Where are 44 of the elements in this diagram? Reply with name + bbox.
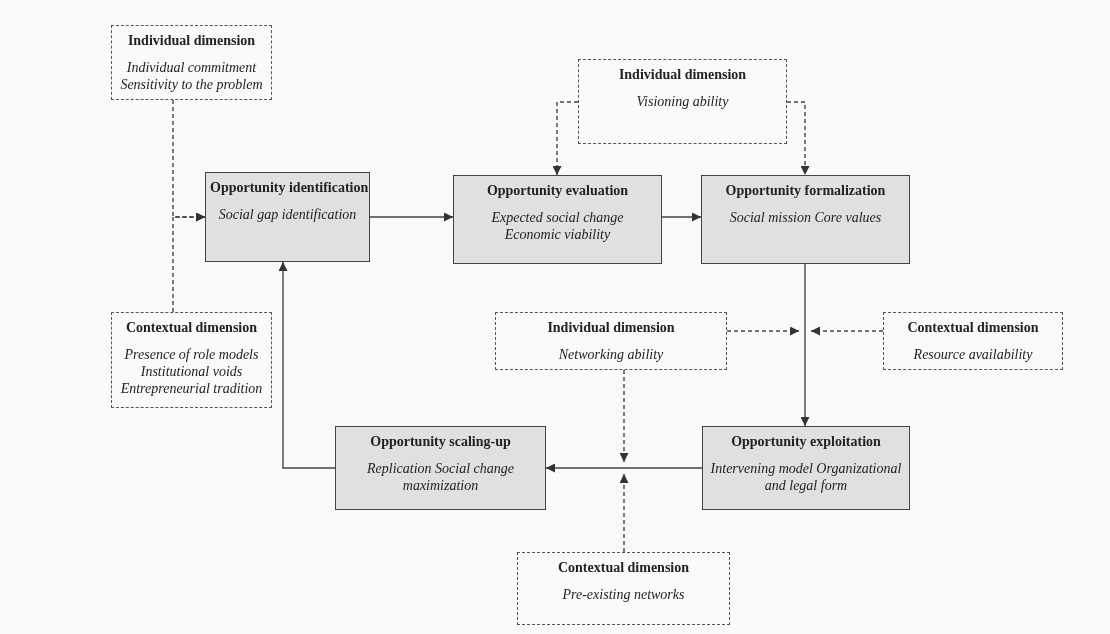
dimension-box <box>495 312 727 370</box>
box-heading: Opportunity scaling-up <box>369 433 512 450</box>
dimension-box <box>517 552 730 625</box>
arrow <box>800 263 810 427</box>
arrow <box>810 326 884 336</box>
box-text: Social mission Core values <box>728 209 883 226</box>
box-text: Social gap identification <box>217 206 358 223</box>
dimension-box <box>883 312 1063 370</box>
box-heading: Contextual dimension <box>124 319 259 336</box>
process-box <box>205 172 370 262</box>
box-text: Resource availability <box>912 346 1034 363</box>
process-box <box>701 175 910 264</box>
box-text: Visioning ability <box>635 93 730 110</box>
box-heading: Individual dimension <box>617 66 748 83</box>
arrow <box>369 212 454 222</box>
box-heading: Individual dimension <box>126 32 257 49</box>
box-text: Networking ability <box>557 346 665 363</box>
dimension-box <box>111 312 272 408</box>
dimension-box <box>578 59 787 144</box>
box-text: Pre-existing networks <box>561 586 686 603</box>
process-box <box>702 426 910 510</box>
process-box <box>453 175 662 264</box>
box-heading: Contextual dimension <box>556 559 691 576</box>
arrow <box>278 261 336 469</box>
box-heading: Contextual dimension <box>906 319 1040 336</box>
box-heading: Individual dimension <box>546 319 676 336</box>
arrow <box>545 463 703 473</box>
arrow <box>726 326 800 336</box>
box-text: Intervening model Organizational and legal form <box>709 460 903 494</box>
process-box <box>335 426 546 510</box>
box-heading: Opportunity formalization <box>724 182 887 199</box>
box-text: Replication Social change maximization <box>366 460 515 494</box>
box-text: Presence of role models Institutional voids Entrepreneurial tradition <box>119 346 264 397</box>
dimension-box <box>111 25 272 100</box>
box-heading: Opportunity exploitation <box>730 433 882 450</box>
arrow <box>661 212 702 222</box>
arrow <box>619 473 629 553</box>
arrow <box>786 101 810 176</box>
arrow <box>172 212 206 313</box>
arrow <box>552 101 579 176</box>
box-heading: Opportunity evaluation <box>485 182 630 199</box>
arrow <box>619 369 629 463</box>
box-text: Expected social change Economic viability <box>490 209 625 243</box>
box-text: Individual commitment Sensitivity to the problem <box>119 59 264 93</box>
